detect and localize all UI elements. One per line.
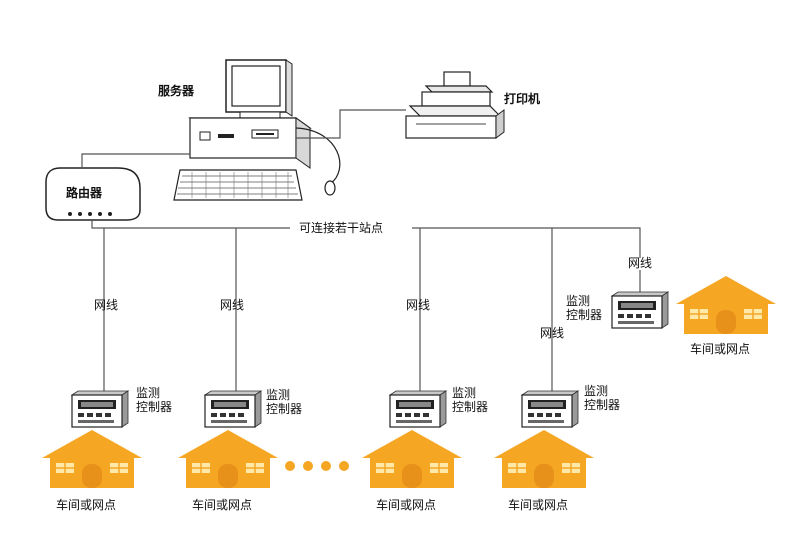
more-sites-ellipsis (285, 461, 349, 471)
site-label-3: 车间或网点 (376, 498, 437, 512)
network-cables (81, 109, 641, 392)
server-icon (173, 59, 341, 201)
workshop-house-icon-1 (41, 429, 143, 489)
controller-icon-2 (204, 390, 262, 428)
link-label-2: 网线 (220, 298, 245, 312)
site-label-1: 车间或网点 (56, 498, 117, 512)
link-label-4: 网线 (540, 326, 565, 340)
workshop-house-icon-5 (675, 275, 777, 335)
controller-icon-4 (521, 390, 579, 428)
workshop-house-icon-2 (177, 429, 279, 489)
bus-label: 可连接若干站点 (296, 221, 387, 235)
site-label-4: 车间或网点 (508, 498, 569, 512)
printer-label: 打印机 (504, 92, 541, 106)
workshop-house-icon-4 (493, 429, 595, 489)
printer-icon (405, 71, 505, 139)
workshop-house-icon-3 (361, 429, 463, 489)
link-label-5: 网线 (628, 256, 653, 270)
link-label-3: 网线 (406, 298, 431, 312)
controller-label-4: 监测控制器 (584, 384, 621, 412)
router-icon (45, 167, 141, 221)
controller-label-5: 监测控制器 (566, 294, 603, 322)
site-label-2: 车间或网点 (192, 498, 253, 512)
controller-icon-3 (389, 390, 447, 428)
site-label-5: 车间或网点 (690, 342, 751, 356)
controller-label-3: 监测控制器 (452, 386, 489, 414)
router-label: 路由器 (66, 186, 103, 200)
controller-icon-1 (71, 390, 129, 428)
controller-label-2: 监测控制器 (266, 388, 303, 416)
link-label-1: 网线 (94, 298, 119, 312)
controller-icon-5 (611, 291, 669, 329)
server-label: 服务器 (158, 84, 195, 98)
controller-label-1: 监测控制器 (136, 386, 173, 414)
